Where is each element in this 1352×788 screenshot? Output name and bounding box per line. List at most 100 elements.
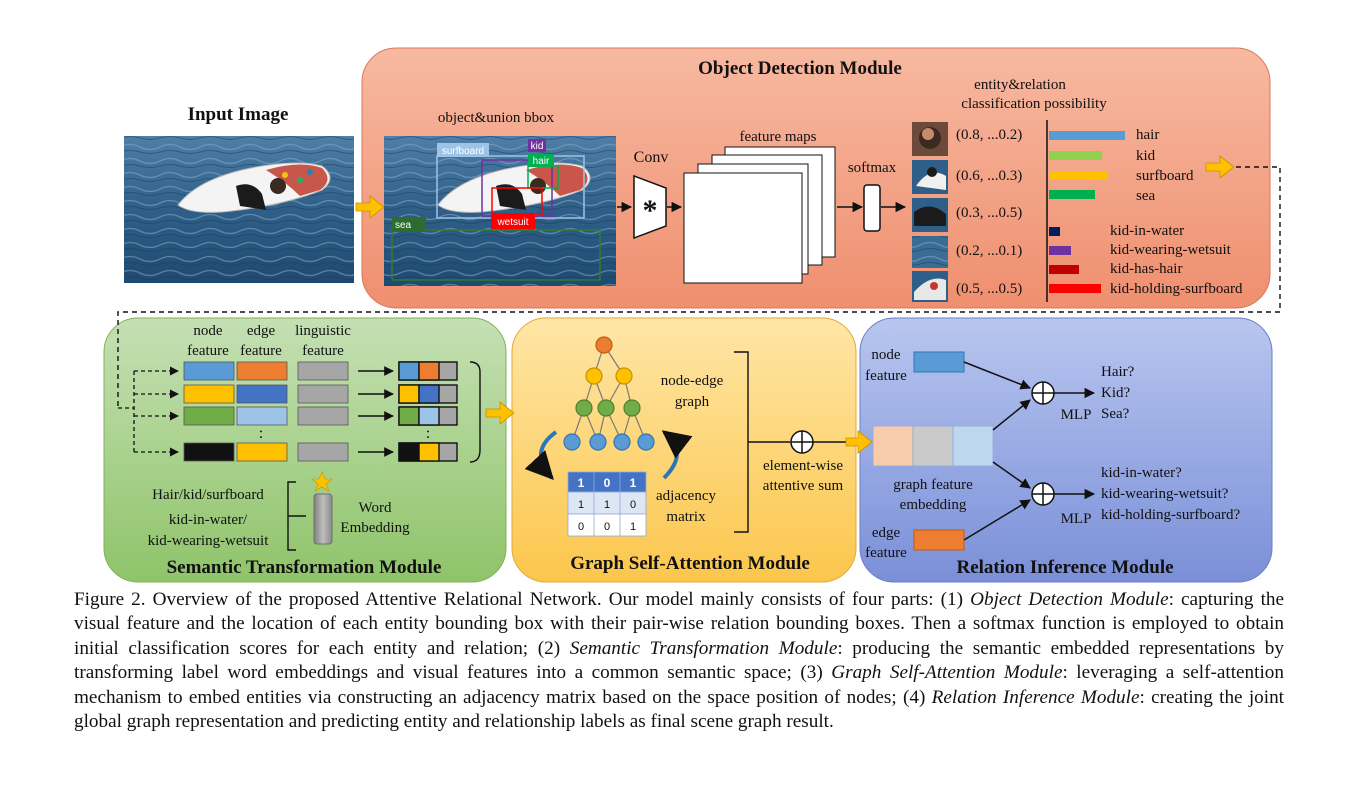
entity-bar-sea	[1049, 190, 1095, 199]
relation-label-wearing-wetsuit: kid-wearing-wetsuit	[1110, 242, 1232, 258]
word-embedding-label-1: Word	[359, 500, 392, 516]
node-feature-vector	[913, 351, 965, 373]
edge-feature-label-1: edge	[872, 525, 901, 541]
relation-query-holding-surfboard: kid-holding-surfboard?	[1101, 507, 1240, 523]
relation-query-wearing-wetsuit: kid-wearing-wetsuit?	[1101, 486, 1229, 502]
matrix-cell: 0	[630, 499, 636, 511]
feature-maps-label: feature maps	[739, 129, 816, 145]
combine-symbol-entities	[1031, 381, 1055, 405]
attentive-sum-symbol	[790, 430, 814, 454]
relation-flow-lines	[963, 361, 1096, 541]
relation-bar-kid-in-water	[1049, 227, 1060, 236]
arrow-input-to-detection	[355, 195, 385, 219]
relation-bar-kid-holding-surfboard	[1049, 284, 1101, 293]
word-embedding-cylinder	[313, 493, 333, 545]
input-image	[124, 136, 354, 283]
relation-label-holding-surfboard: kid-holding-surfboard	[1110, 281, 1243, 297]
relation-bar-kid-wearing-wetsuit	[1049, 246, 1071, 255]
feature-rows	[183, 361, 349, 462]
col-node-feature-2: feature	[187, 343, 229, 359]
box-tag-kid: kid	[531, 141, 544, 152]
caption-text-2: : capturing the visual feature and the l…	[74, 589, 1285, 659]
figure-caption: Figure 2. Overview of the proposed Atten…	[74, 588, 1284, 734]
word-embedding-label-2: Embedding	[340, 520, 410, 536]
fuse-arrows	[358, 366, 394, 457]
matrix-cell: 1	[578, 476, 585, 490]
input-dashed-branches	[118, 366, 179, 457]
fused-vectors	[398, 361, 458, 462]
entity-label-hair: hair	[1136, 127, 1159, 143]
relation-inference-title: Relation Inference Module	[956, 557, 1173, 578]
arrow-detection-out	[1205, 155, 1235, 179]
cycle-arrow-right	[661, 430, 693, 480]
conv-symbol: *	[643, 194, 658, 227]
caption-italic-semantic: Semantic Transformation Module	[569, 637, 838, 659]
relation-label-in-water: kid-in-water	[1110, 223, 1184, 239]
entity-bar-surfboard	[1049, 171, 1108, 180]
entity-bar-hair	[1049, 131, 1125, 140]
graph-embedding-label-2: embedding	[900, 497, 967, 513]
matrix-cell: 0	[578, 521, 584, 533]
tuple-3: (0.3, ...0.5)	[956, 205, 1022, 221]
entity-bar-kid	[1049, 151, 1102, 160]
matrix-cell: 0	[604, 521, 610, 533]
sum-label-1: element-wise	[763, 458, 843, 474]
entity-query-kid: Kid?	[1101, 385, 1131, 401]
box-tag-wetsuit: wetsuit	[496, 217, 528, 228]
relation-query-in-water: kid-in-water?	[1101, 465, 1182, 481]
relation-bars	[1049, 227, 1101, 293]
box-tag-sea: sea	[395, 220, 412, 231]
entity-label-sea: sea	[1136, 188, 1155, 204]
classification-header-line1: entity&relation	[974, 77, 1066, 93]
mlp-label-relations: MLP	[1061, 511, 1092, 527]
feature-rows-ellipsis: :	[259, 425, 263, 442]
matrix-cell: 1	[630, 521, 636, 533]
conv-block	[633, 174, 667, 240]
feature-maps-stack	[683, 146, 836, 284]
word-labels-rel-1: kid-in-water/	[169, 512, 248, 528]
node-edge-graph-label-2: graph	[675, 394, 710, 410]
tuple-5: (0.5, ...0.5)	[956, 281, 1022, 297]
tuple-1: (0.8, ...0.2)	[956, 127, 1022, 143]
word-embedding-star	[311, 471, 333, 492]
box-tag-surfboard: surfboard	[442, 146, 484, 157]
sum-label-2: attentive sum	[763, 478, 844, 494]
combine-symbol-relations	[1031, 482, 1055, 506]
edge-feature-vector	[913, 529, 965, 551]
edge-feature-label-2: feature	[865, 545, 907, 561]
input-image-title: Input Image	[188, 104, 289, 125]
matrix-cell: 1	[630, 476, 637, 490]
adjacency-label-2: matrix	[666, 509, 706, 525]
node-edge-graph-label-1: node-edge	[661, 373, 724, 389]
tuple-4: (0.2, ...0.1)	[956, 243, 1022, 259]
word-labels-entities: Hair/kid/surfboard	[152, 487, 264, 503]
caption-text-3: : producing the semantic embedded repres…	[74, 637, 1284, 684]
matrix-cell: 0	[604, 476, 611, 490]
object-detection-title: Object Detection Module	[698, 58, 902, 79]
graph-embedding-label-1: graph feature	[893, 477, 973, 493]
relation-label-has-hair: kid-has-hair	[1110, 261, 1182, 277]
adjacency-label-1: adjacency	[656, 488, 716, 504]
col-edge-feature-2: feature	[240, 343, 282, 359]
bbox-label: object&union bbox	[438, 110, 555, 126]
caption-italic-object-detection: Object Detection Module	[970, 589, 1169, 610]
architecture-diagram: Input Image Object Detection Module obje…	[103, 47, 1281, 583]
softmax-label: softmax	[848, 160, 897, 176]
entity-bars	[1049, 131, 1125, 199]
adjacency-matrix	[567, 471, 647, 537]
arrow-semantic-to-graph	[485, 401, 515, 425]
crop-thumbnails	[912, 122, 948, 302]
fused-ellipsis: :	[426, 425, 430, 442]
node-edge-graph	[563, 336, 655, 451]
entity-query-sea: Sea?	[1101, 406, 1130, 422]
word-labels-bracket	[287, 481, 306, 551]
col-node-feature-1: node	[193, 323, 223, 339]
detected-image	[384, 136, 616, 286]
conv-label: Conv	[634, 149, 669, 166]
matrix-cell: 1	[578, 499, 584, 511]
entity-query-hair: Hair?	[1101, 364, 1135, 380]
box-tag-hair: hair	[533, 156, 550, 167]
caption-italic-relation: Relation Inference Module	[931, 686, 1140, 708]
entity-label-surfboard: surfboard	[1136, 168, 1194, 184]
